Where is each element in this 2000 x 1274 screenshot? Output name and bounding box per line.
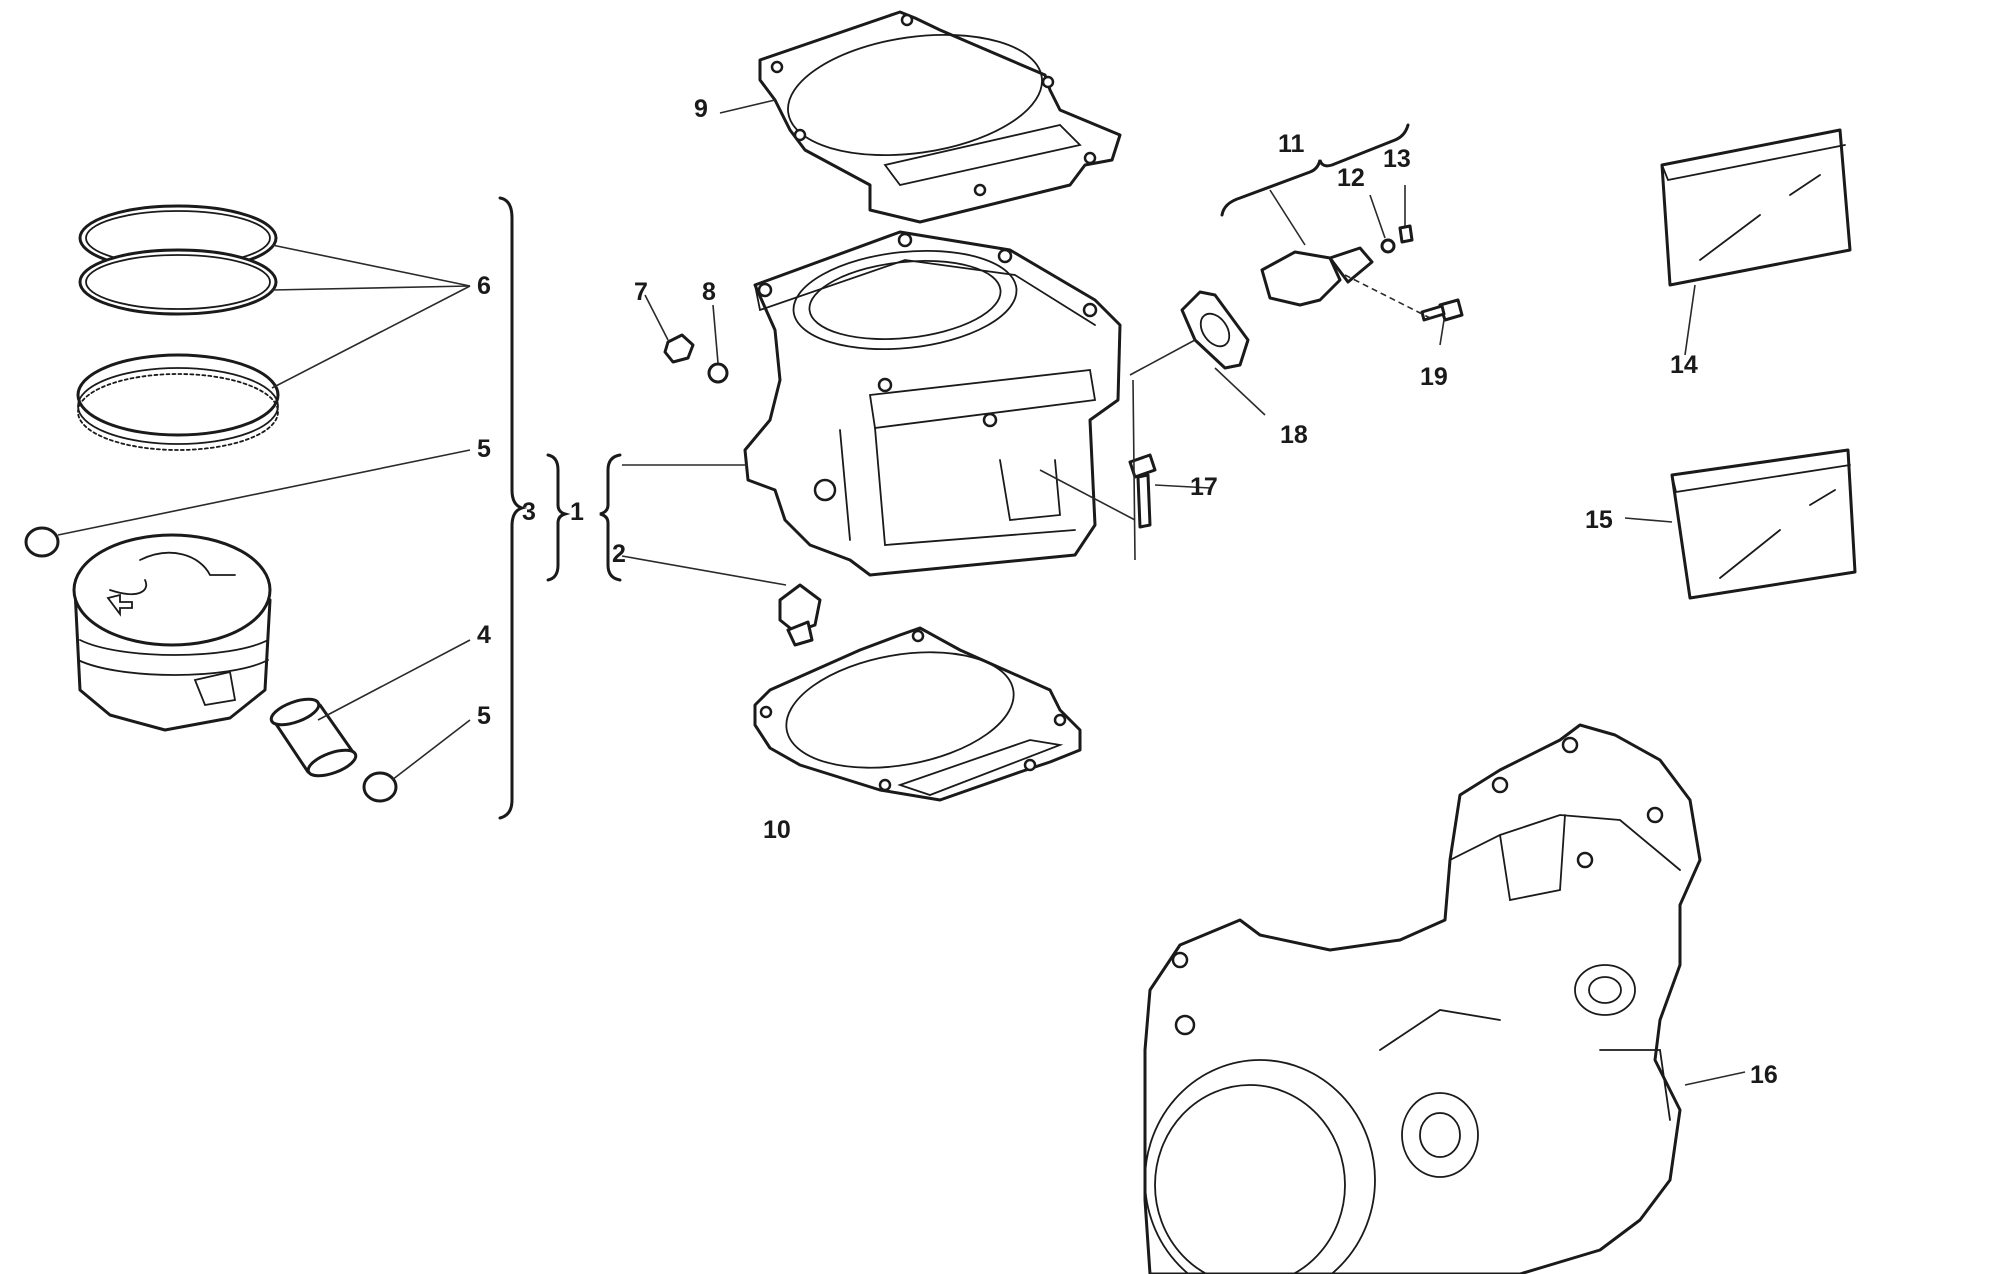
label-10: 10 [763,816,791,844]
label-9: 9 [694,95,708,123]
base-gasket-part [753,626,1082,802]
engine-part [1143,723,1702,1274]
chain-tensioner-part [1180,224,1464,370]
group-brace-11 [1220,123,1410,217]
label-17: 17 [1190,473,1218,501]
sealant-bag-part [1660,128,1857,600]
label-13: 13 [1383,145,1411,173]
label-14: 14 [1670,351,1698,379]
label-1: 1 [570,498,584,526]
cylinder-part [743,230,1122,577]
label-19: 19 [1420,363,1448,391]
label-11: 11 [1278,130,1305,158]
head-gasket-part [758,10,1122,224]
label-7: 7 [634,278,648,306]
piston-part [72,533,272,732]
label-15: 15 [1585,506,1613,534]
group-brace-3 [498,196,528,820]
label-16: 16 [1750,1061,1778,1089]
label-8: 8 [702,278,716,306]
label-4: 4 [477,621,491,649]
part-labels: 9 6 7 8 5 3 1 2 4 5 10 17 18 11 12 13 19… [477,95,1778,1089]
leader-lines [57,99,1746,1086]
label-12: 12 [1337,164,1365,192]
group-brace-1-outer [546,453,571,582]
label-18: 18 [1280,421,1308,449]
circlip-part [24,526,398,803]
label-2: 2 [612,540,626,568]
label-6: 6 [477,272,491,300]
label-5-bottom: 5 [477,702,491,730]
piston-pin-part [269,697,358,778]
group-brace-1 [599,453,622,582]
label-3: 3 [522,498,536,526]
piston-rings-part [76,204,280,451]
label-5-top: 5 [477,435,491,463]
